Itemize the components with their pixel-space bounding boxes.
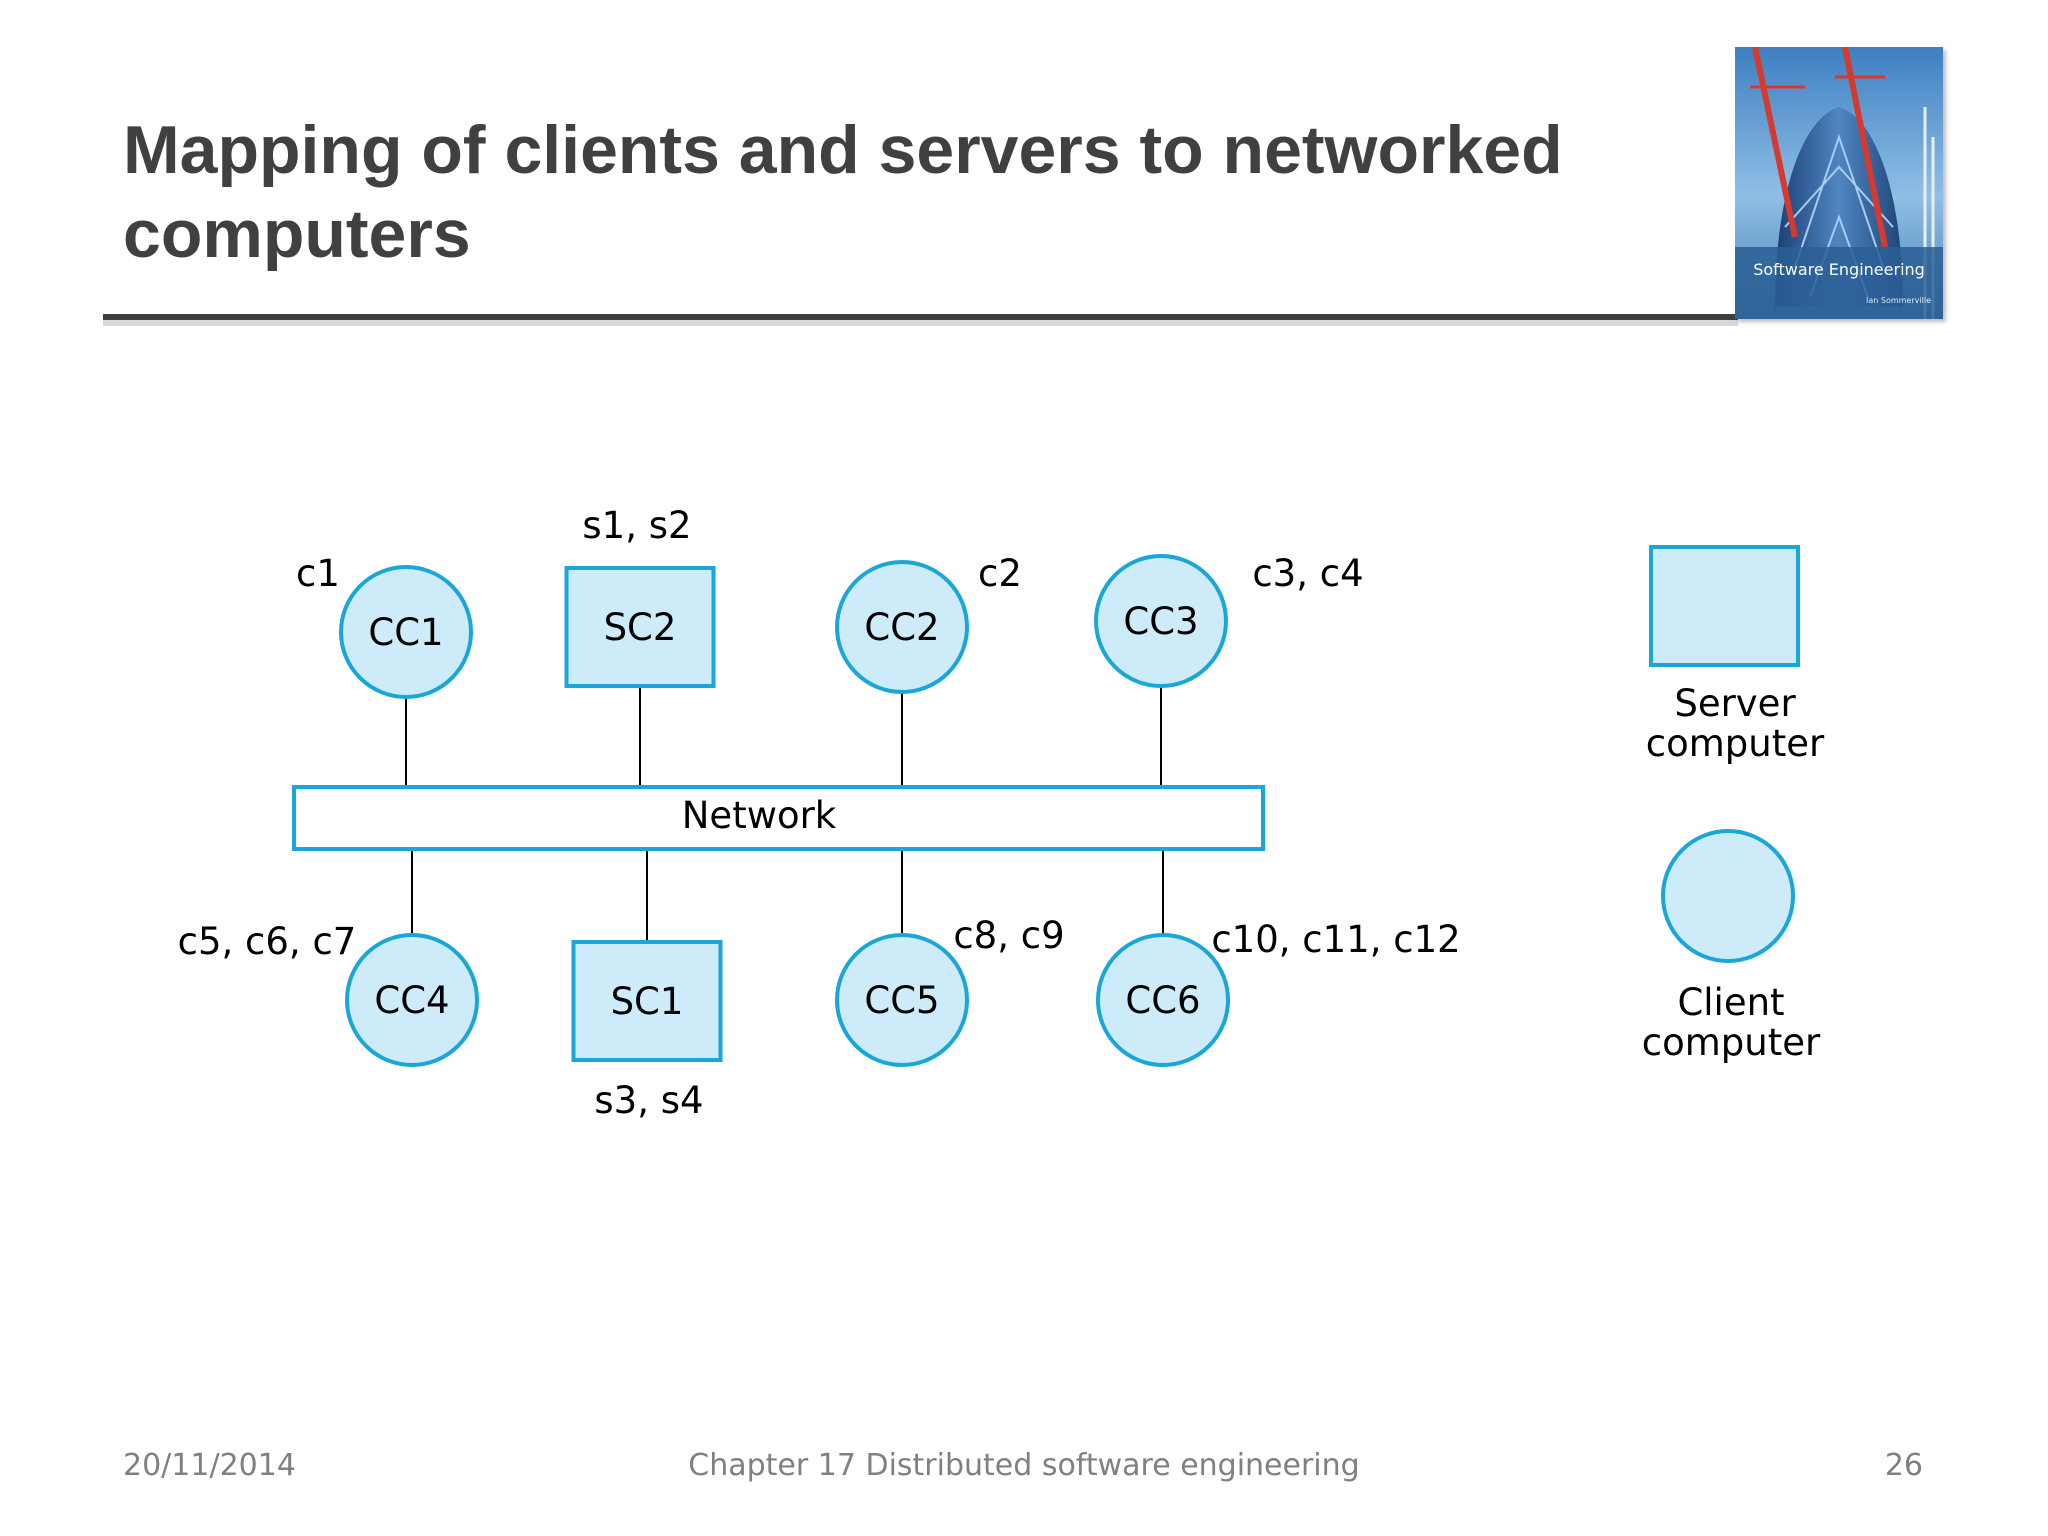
legend-server-symbol — [1649, 545, 1800, 667]
client-computer-circle — [835, 560, 969, 694]
network-bus — [292, 785, 1265, 851]
client-computer-circle — [339, 565, 473, 699]
client-node-cc3: CC3 c3, c4 — [1094, 552, 1364, 688]
legend-client-symbol — [1661, 829, 1795, 963]
node-label-cc1: CC1 — [368, 611, 443, 654]
legend-server-label-line1: Server — [1674, 682, 1796, 725]
node-annotation-cc4: c5, c6, c7 — [178, 920, 357, 963]
client-node-cc1: CC1 c1 — [296, 552, 473, 699]
legend: Server computer Client computer — [1642, 545, 1825, 1064]
client-computer-circle — [345, 933, 479, 1067]
legend-client-label-line2: computer — [1642, 1021, 1821, 1064]
footer-page-number: 26 — [1884, 1448, 1923, 1483]
server-computer-box — [571, 940, 723, 1062]
node-annotation-cc2: c2 — [978, 552, 1022, 595]
footer-chapter: Chapter 17 Distributed software engineer… — [688, 1448, 1360, 1483]
client-node-cc6: CC6 c10, c11, c12 — [1096, 918, 1461, 1067]
connector-lines — [405, 686, 1164, 942]
cover-author: Ian Sommerville — [1866, 296, 1931, 305]
node-label-sc1: SC1 — [611, 980, 684, 1023]
node-label-cc6: CC6 — [1125, 979, 1200, 1022]
network-label: Network — [682, 794, 837, 837]
node-annotation-sc1: s3, s4 — [594, 1079, 703, 1122]
node-label-cc5: CC5 — [864, 979, 939, 1022]
client-computer-circle — [1096, 933, 1230, 1067]
node-annotation-cc1: c1 — [296, 552, 340, 595]
node-annotation-cc5: c8, c9 — [953, 914, 1064, 957]
node-label-cc3: CC3 — [1123, 600, 1198, 643]
client-computer-circle — [835, 933, 969, 1067]
title-rule — [103, 314, 1738, 320]
node-annotation-sc2: s1, s2 — [582, 504, 691, 547]
legend-client-label-line1: Client — [1677, 981, 1784, 1024]
server-computer-box — [564, 566, 716, 688]
node-label-cc4: CC4 — [374, 979, 449, 1022]
node-annotation-cc3: c3, c4 — [1252, 552, 1363, 595]
title-rule-shadow — [103, 320, 1738, 326]
book-cover-image: Software Engineering Ian Sommerville — [1735, 47, 1943, 319]
client-node-cc4: CC4 c5, c6, c7 — [178, 920, 479, 1067]
node-label-sc2: SC2 — [604, 606, 677, 649]
server-node-sc1: SC1 s3, s4 — [571, 940, 723, 1122]
client-node-cc2: CC2 c2 — [835, 552, 1022, 694]
node-annotation-cc6: c10, c11, c12 — [1211, 918, 1460, 961]
cover-title: Software Engineering — [1753, 260, 1925, 279]
legend-server-label-line2: computer — [1646, 722, 1825, 765]
server-node-sc2: SC2 s1, s2 — [564, 504, 716, 688]
footer-date: 20/11/2014 — [123, 1448, 296, 1483]
node-label-cc2: CC2 — [864, 606, 939, 649]
client-node-cc5: CC5 c8, c9 — [835, 914, 1065, 1067]
client-computer-circle — [1094, 554, 1228, 688]
slide-title: Mapping of clients and servers to networ… — [123, 112, 1563, 272]
